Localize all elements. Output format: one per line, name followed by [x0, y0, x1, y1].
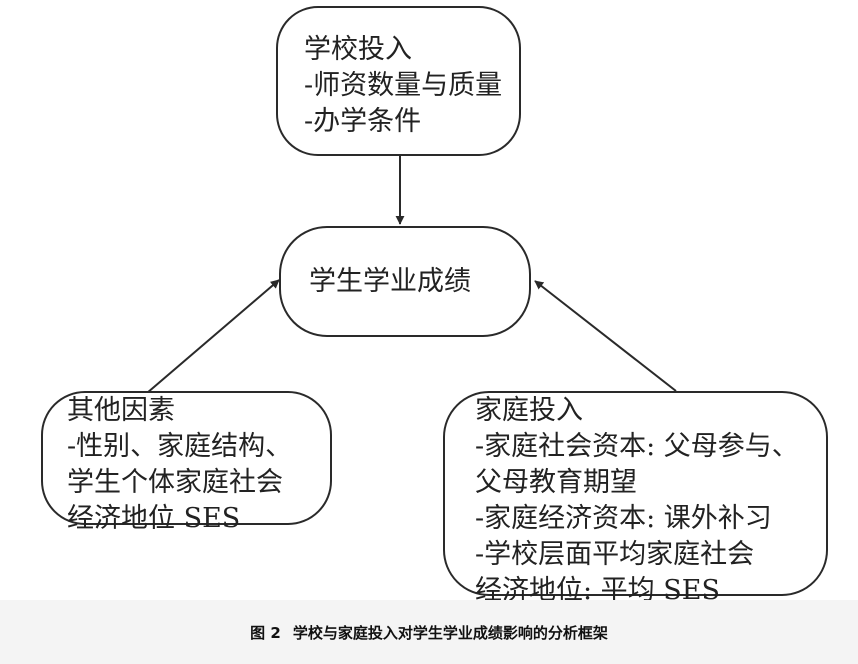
other-factors-node: 其他因素 -性别、家庭结构、 学生个体家庭社会 经济地位 SES	[41, 391, 332, 534]
student-achievement-title: 学生学业成绩	[309, 265, 471, 297]
school-input-title: 学校投入	[304, 34, 412, 65]
other-factors-line-3: 经济地位 SES	[67, 503, 241, 534]
figure-number: 图 2	[250, 623, 281, 642]
other-factors-line-1: -性别、家庭结构、	[67, 431, 293, 462]
school-input-node: 学校投入 -师资数量与质量 -办学条件	[276, 6, 521, 156]
family-input-line-3: -家庭经济资本: 课外补习	[475, 503, 772, 534]
school-input-item-teachers: -师资数量与质量	[304, 70, 503, 101]
arrow-family-to-outcome	[534, 280, 677, 392]
student-achievement-node: 学生学业成绩	[279, 226, 531, 337]
school-input-item-conditions: -办学条件	[304, 106, 422, 137]
figure-caption-text: 学校与家庭投入对学生学业成绩影响的分析框架	[292, 623, 608, 642]
diagram-canvas: 学校投入 -师资数量与质量 -办学条件 学生学业成绩 其他因素 -性别、家庭结构…	[41, 6, 828, 606]
family-input-node: 家庭投入 -家庭社会资本: 父母参与、 父母教育期望 -家庭经济资本: 课外补习…	[443, 391, 828, 606]
other-factors-line-2: 学生个体家庭社会	[67, 467, 283, 498]
figure-caption: 图 2 学校与家庭投入对学生学业成绩影响的分析框架	[0, 600, 858, 664]
family-input-line-1: -家庭社会资本: 父母参与、	[475, 431, 799, 462]
family-input-line-2: 父母教育期望	[475, 467, 637, 498]
arrow-other-to-outcome	[146, 279, 280, 394]
other-factors-title: 其他因素	[67, 395, 175, 426]
family-input-line-4: -学校层面平均家庭社会	[475, 539, 755, 570]
family-input-title: 家庭投入	[475, 395, 583, 426]
